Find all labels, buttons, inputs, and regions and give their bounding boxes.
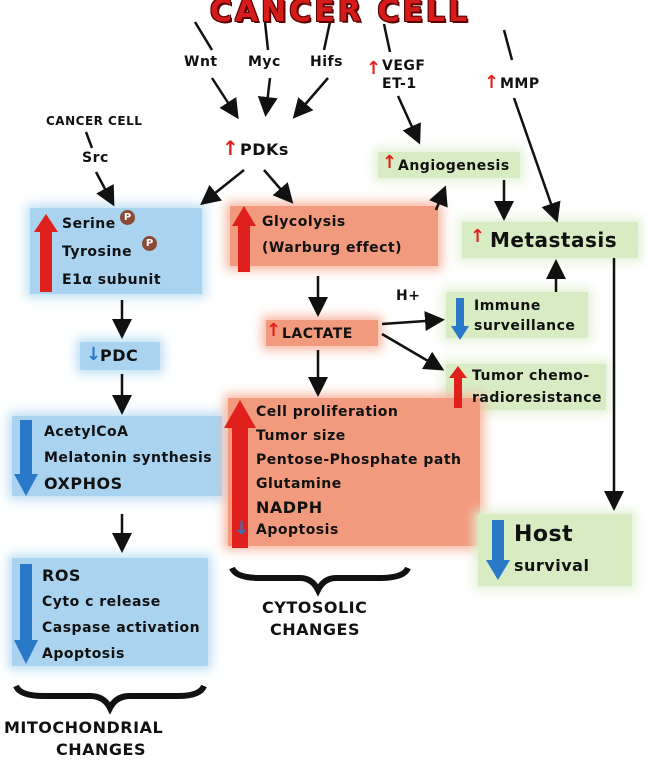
pentose-label: Pentose-Phosphate path	[256, 452, 462, 468]
cancer-cell-small-label: CANCER CELL	[46, 114, 143, 128]
phospho-up-arrow	[34, 214, 58, 292]
tumor-size-label: Tumor size	[256, 428, 346, 444]
immune-box	[446, 292, 588, 338]
vegf-up-icon: ↑	[366, 58, 382, 79]
cyto-box	[228, 398, 480, 546]
vegf-label: VEGF	[382, 58, 426, 74]
lactate-label: LACTATE	[282, 326, 353, 342]
cytosolic-changes-label: CHANGES	[270, 620, 360, 639]
phospho-badge-icon: P	[120, 210, 135, 225]
metastasis-box	[462, 222, 638, 258]
pdks-label: PDKs	[240, 140, 289, 159]
phospho-box	[30, 208, 202, 294]
angiogenesis-label: Angiogenesis	[398, 158, 510, 174]
e1a-subunit-label: E1α subunit	[62, 272, 162, 288]
cyto-up-arrow	[224, 400, 256, 548]
immune-down-arrow	[451, 298, 469, 340]
mitochondrial-changes-label: CHANGES	[56, 740, 146, 759]
apoptosis-down-icon: ↓	[234, 518, 250, 539]
melatonin-label: Melatonin synthesis	[44, 450, 213, 466]
chemo-up-arrow	[449, 366, 467, 408]
metastasis-up-icon: ↑	[470, 226, 486, 247]
apoptosis-cyto-label: Apoptosis	[256, 522, 339, 538]
lactate-box	[266, 320, 378, 346]
myc-label: Myc	[248, 54, 281, 70]
lactate-to-chemo-arrow	[381, 332, 445, 371]
mmp-label: MMP	[500, 76, 540, 92]
surveillance-label: surveillance	[474, 318, 576, 334]
cytosolic-brace	[229, 566, 411, 597]
survival-label: survival	[514, 556, 590, 575]
et1-label: ET-1	[382, 76, 417, 92]
glycolysis-label: Glycolysis	[262, 214, 346, 230]
cyto-c-label: Cyto c release	[42, 594, 161, 610]
src-to-phospho-arrow	[94, 171, 115, 207]
glyco-to-angio-arrow	[429, 185, 448, 211]
angiogenesis-box	[378, 152, 520, 178]
mito-box	[12, 416, 222, 496]
src-label: Src	[82, 150, 109, 166]
wnt-to-pdks-arrow	[210, 77, 239, 120]
pdks-to-phospho-arrow	[200, 169, 245, 206]
immune-label: Immune	[474, 298, 541, 314]
lactate-to-immune-arrow	[381, 311, 445, 332]
mmp-up-icon: ↑	[484, 72, 500, 93]
mmp-to-metastasis-arrow	[512, 97, 561, 223]
mitochondrial-label: MITOCHONDRIAL	[4, 718, 164, 737]
oxphos-label: OXPHOS	[44, 474, 123, 493]
tyrosine-label: Tyrosine	[62, 244, 133, 260]
glycolysis-box	[230, 206, 438, 266]
h-plus-label: H+	[396, 288, 421, 304]
nadph-label: NADPH	[256, 498, 323, 517]
hifs-to-pdks-arrow	[292, 77, 329, 119]
ros-label: ROS	[42, 566, 81, 585]
ros-down-arrow	[14, 564, 38, 664]
mitochondrial-brace	[13, 684, 207, 715]
cytosolic-label: CYTOSOLIC	[262, 598, 368, 617]
phospho-badge-icon: P	[142, 236, 157, 251]
lactate-up-icon: ↑	[266, 320, 282, 341]
host-down-arrow	[486, 520, 510, 580]
mito-down-arrow	[14, 420, 38, 496]
radioresistance-label: radioresistance	[472, 390, 603, 406]
cell-proliferation-label: Cell proliferation	[256, 404, 399, 420]
pdc-down-icon: ↓	[86, 344, 102, 365]
vegf-to-angio-arrow	[396, 95, 421, 145]
diagram-title: CANCER CELL	[209, 0, 471, 29]
host-label: Host	[514, 522, 574, 547]
ros-box	[12, 558, 208, 666]
myc-to-pdks-arrow	[257, 77, 278, 117]
warburg-label: (Warburg effect)	[262, 240, 403, 256]
metastasis-label: Metastasis	[490, 228, 618, 252]
glutamine-label: Glutamine	[256, 476, 342, 492]
acetylcoa-label: AcetylCoA	[44, 424, 129, 440]
serine-label: Serine	[62, 216, 116, 232]
pdc-box	[80, 342, 160, 370]
pdks-up-icon: ↑	[222, 136, 240, 160]
caspase-label: Caspase activation	[42, 620, 201, 636]
chemo-label: Tumor chemo-	[472, 368, 590, 384]
apoptosis-ros-label: Apoptosis	[42, 646, 125, 662]
angio-up-icon: ↑	[382, 152, 398, 173]
wnt-label: Wnt	[184, 54, 218, 70]
glyco-up-arrow	[232, 206, 256, 272]
pdks-to-glyco-arrow	[263, 169, 294, 204]
pdc-label: PDC	[100, 346, 139, 365]
hifs-label: Hifs	[310, 54, 343, 70]
